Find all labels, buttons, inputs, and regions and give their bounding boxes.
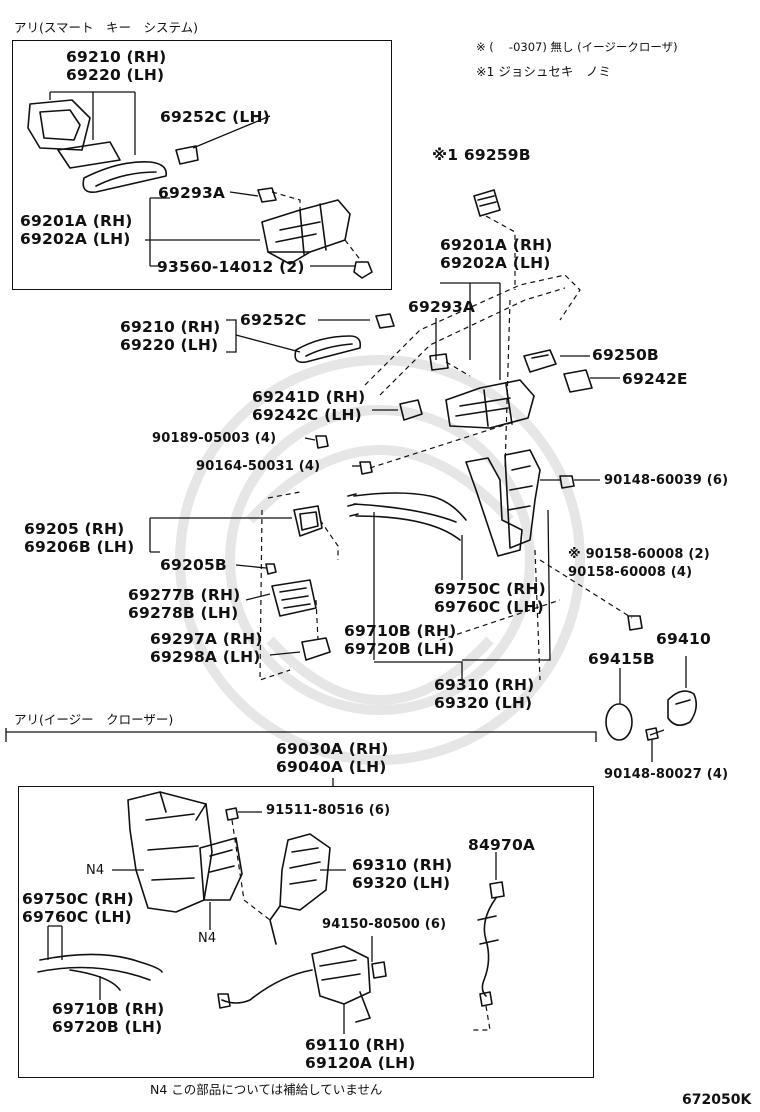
label-line: 69220 (LH) (66, 66, 165, 84)
label-69205b: 69205B (160, 556, 227, 574)
label-line: 69210 (RH) (66, 48, 167, 66)
label-b2-69310: 69310 (RH)69320 (LH) (352, 856, 452, 892)
label-b2-n4b: N4 (198, 931, 217, 946)
label-69030a: 69030A (RH)69040A (LH) (276, 740, 389, 776)
smart-key-header: アリ(スマート キー システム) (14, 20, 199, 35)
label-90148-60039: 90148-60039 (6) (604, 473, 729, 488)
label-line: 69710B (RH) (52, 1000, 165, 1018)
label-b2-69110: 69110 (RH)69120A (LH) (305, 1036, 416, 1072)
label-line: 69210 (RH) (120, 318, 221, 336)
label-line: 69201A (RH) (20, 212, 133, 230)
note-easy-closer: ※ ( -0307) 無し (イージークローザ) (476, 40, 678, 54)
label-line: 69720B (LH) (52, 1018, 163, 1036)
label-line: 69201A (RH) (440, 236, 553, 254)
label-line: 69320 (LH) (352, 874, 451, 892)
label-b2-69710b: 69710B (RH)69720B (LH) (52, 1000, 164, 1036)
label-line: 69242C (LH) (252, 406, 362, 424)
label-line: 69750C (RH) (22, 890, 134, 908)
label-69201a: 69201A (RH)69202A (LH) (440, 236, 553, 272)
label-line: 69760C (LH) (434, 598, 544, 616)
diagram-code: 672050K (682, 1092, 752, 1108)
label-69410: 69410 (656, 630, 711, 648)
label-line: ※ 90158-60008 (2) (568, 547, 710, 562)
label-b2-91511: 91511-80516 (6) (266, 803, 391, 818)
label-box1-93560: 93560-14012 (2) (157, 258, 305, 276)
label-69242e: 69242E (622, 370, 688, 388)
label-line: 69750C (RH) (434, 580, 546, 598)
label-90164: 90164-50031 (4) (196, 459, 321, 474)
label-line: 69720B (LH) (344, 640, 455, 658)
label-line: 90158-60008 (4) (568, 565, 693, 580)
label-69259b: ※1 69259B (432, 146, 531, 164)
label-line: 69310 (RH) (434, 676, 535, 694)
label-line: 69320 (LH) (434, 694, 533, 712)
label-line: 69298A (LH) (150, 648, 261, 666)
label-line: 69030A (RH) (276, 740, 389, 758)
label-line: 69205 (RH) (24, 520, 125, 538)
label-line: 69297A (RH) (150, 630, 263, 648)
label-69415b: 69415B (588, 650, 655, 668)
easy-closer-bracket (5, 728, 597, 742)
label-line: 69278B (LH) (128, 604, 239, 622)
label-90189: 90189-05003 (4) (152, 431, 277, 446)
label-69750c: 69750C (RH)69760C (LH) (434, 580, 546, 616)
label-90148-80027: 90148-80027 (4) (604, 767, 729, 782)
label-b2-n4a: N4 (86, 863, 105, 878)
label-line: 69277B (RH) (128, 586, 241, 604)
label-box1-69252c: 69252C (LH) (160, 108, 270, 126)
label-b2-84970a: 84970A (468, 836, 536, 854)
main-parts (149, 189, 698, 762)
note-passenger-only: ※1 ジョシュセキ ノミ (476, 64, 611, 79)
label-line: 69202A (LH) (440, 254, 551, 272)
label-line: 69310 (RH) (352, 856, 453, 874)
label-69205: 69205 (RH)69206B (LH) (24, 520, 134, 556)
label-69252c: 69252C (240, 311, 307, 329)
label-line: 69220 (LH) (120, 336, 219, 354)
smart-key-box (12, 40, 392, 290)
label-line: 69241D (RH) (252, 388, 366, 406)
box2-parts (37, 791, 505, 1034)
label-line: 69202A (LH) (20, 230, 131, 248)
label-69297a: 69297A (RH)69298A (LH) (150, 630, 263, 666)
label-line: 69040A (LH) (276, 758, 387, 776)
label-line: 69710B (RH) (344, 622, 457, 640)
box1-parts (27, 91, 373, 279)
label-69250b: 69250B (592, 346, 659, 364)
label-69710b: 69710B (RH)69720B (LH) (344, 622, 456, 658)
label-69210: 69210 (RH)69220 (LH) (120, 318, 220, 354)
easy-closer-header: アリ(イージー クローザー) (14, 712, 174, 727)
label-90158: ※ 90158-60008 (2) 90158-60008 (4) (568, 546, 710, 582)
label-box1-69293a: 69293A (158, 184, 226, 202)
label-line: 69120A (LH) (305, 1054, 416, 1072)
label-69310: 69310 (RH)69320 (LH) (434, 676, 534, 712)
label-b2-69750c: 69750C (RH)69760C (LH) (22, 890, 134, 926)
label-line: 69760C (LH) (22, 908, 132, 926)
note-n4: N4 この部品については補給していません (150, 1082, 383, 1097)
label-69277b: 69277B (RH)69278B (LH) (128, 586, 240, 622)
label-line: 69110 (RH) (305, 1036, 406, 1054)
label-box1-handle: 69210 (RH)69220 (LH) (66, 48, 166, 84)
easy-closer-box (18, 786, 594, 1078)
label-line: 69206B (LH) (24, 538, 135, 556)
label-69293a: 69293A (408, 298, 476, 316)
label-box1-69201a: 69201A (RH)69202A (LH) (20, 212, 133, 248)
label-69241d: 69241D (RH)69242C (LH) (252, 388, 365, 424)
label-b2-94150: 94150-80500 (6) (322, 917, 447, 932)
